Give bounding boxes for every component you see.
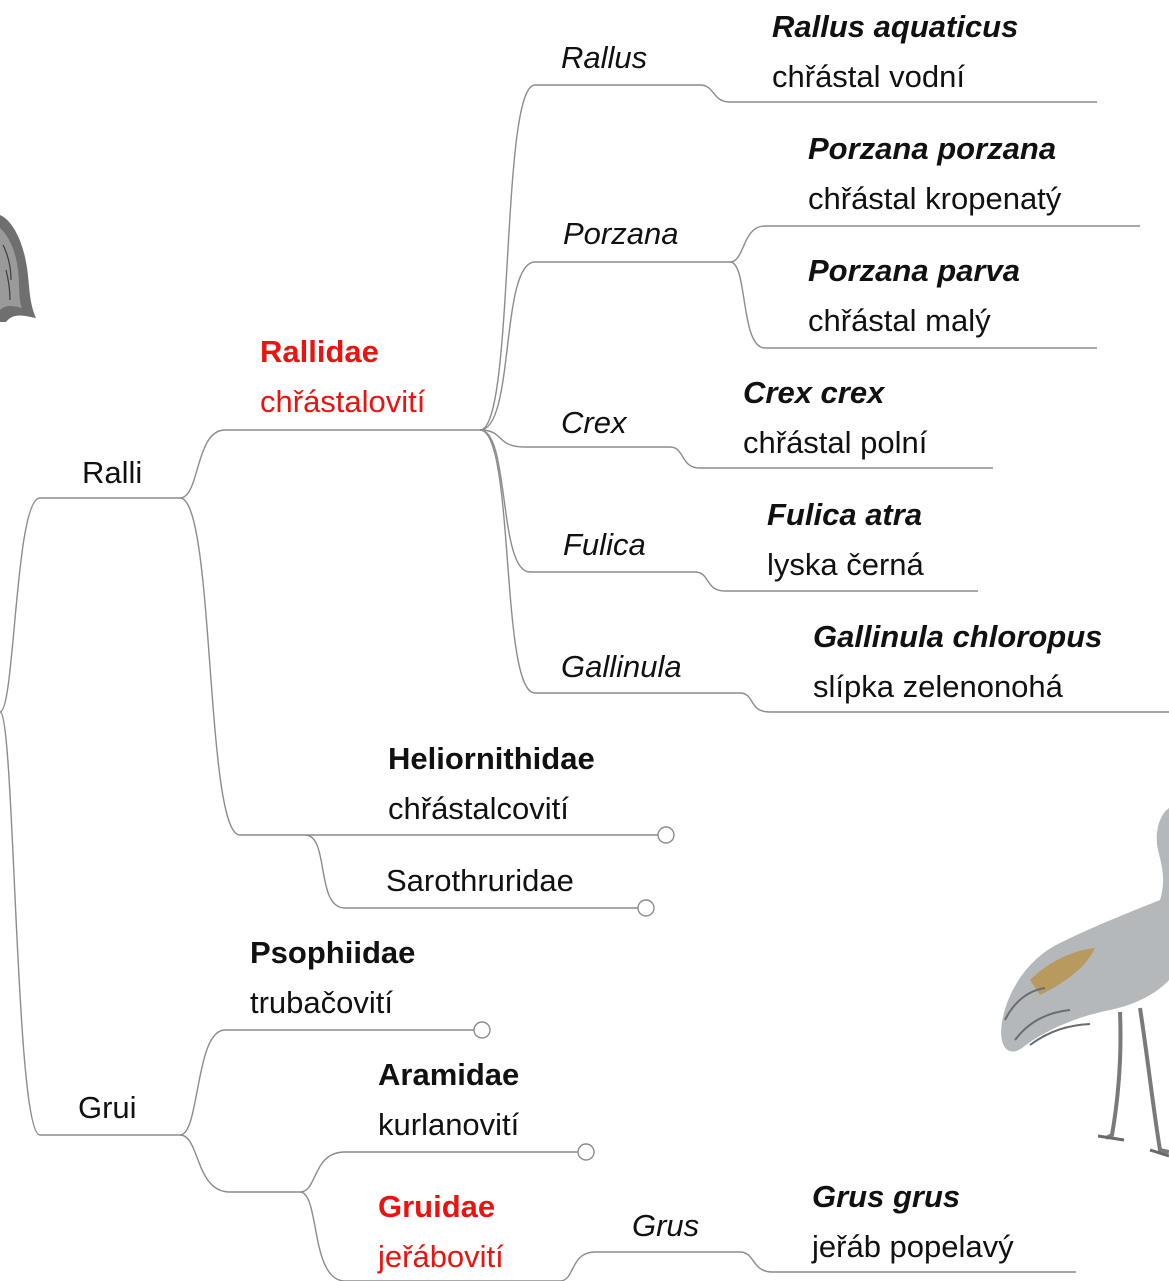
genus-fulica: Fulica bbox=[563, 525, 646, 565]
crane-bird-illustration bbox=[1001, 808, 1169, 1156]
species-rallus-aquaticus-czech: chřástal vodní bbox=[772, 57, 965, 97]
species-porzana-porzana-czech: chřástal kropenatý bbox=[808, 179, 1061, 219]
species-grus-grus-latin: Grus grus bbox=[812, 1177, 960, 1217]
species-gallinula-chloropus-czech: slípka zelenonohá bbox=[813, 667, 1063, 707]
species-porzana-parva-latin: Porzana parva bbox=[808, 251, 1020, 291]
genus-porzana: Porzana bbox=[563, 214, 678, 254]
suborder-grui: Grui bbox=[78, 1088, 137, 1128]
species-grus-grus-czech: jeřáb popelavý bbox=[812, 1227, 1014, 1267]
family-aramidae-czech: kurlanovití bbox=[378, 1105, 519, 1145]
genus-gallinula: Gallinula bbox=[561, 647, 682, 687]
genus-crex: Crex bbox=[561, 403, 626, 443]
edge-rallidae-rallus bbox=[480, 85, 700, 430]
species-rallus-aquaticus-latin: Rallus aquaticus bbox=[772, 7, 1018, 47]
edge-aramidae-upper bbox=[300, 1152, 580, 1192]
collapsed-node-sarothruridae[interactable] bbox=[638, 900, 654, 916]
edge-root-ralli bbox=[0, 498, 180, 712]
species-fulica-atra-czech: lyska černá bbox=[767, 545, 924, 585]
suborder-ralli: Ralli bbox=[82, 453, 142, 493]
species-crex-crex-czech: chřástal polní bbox=[743, 423, 927, 463]
family-gruidae-latin: Gruidae bbox=[378, 1187, 495, 1227]
species-porzana-parva-czech: chřástal malý bbox=[808, 301, 991, 341]
edge-root-grui bbox=[0, 712, 180, 1135]
family-heliornithidae-latin: Heliornithidae bbox=[388, 739, 595, 779]
collapsed-node-aramidae[interactable] bbox=[578, 1144, 594, 1160]
family-psophiidae-latin: Psophiidae bbox=[250, 933, 415, 973]
species-porzana-porzana-latin: Porzana porzana bbox=[808, 129, 1056, 169]
family-rallidae-latin: Rallidae bbox=[260, 332, 379, 372]
genus-rallus: Rallus bbox=[561, 38, 647, 78]
rail-bird-illustration bbox=[0, 215, 36, 322]
edge-ralli-rallidae bbox=[180, 430, 480, 498]
family-rallidae-czech: chřástalovití bbox=[260, 382, 425, 422]
family-sarothruridae: Sarothruridae bbox=[386, 861, 574, 901]
collapsed-node-psophiidae[interactable] bbox=[474, 1022, 490, 1038]
family-aramidae-latin: Aramidae bbox=[378, 1055, 519, 1095]
genus-grus: Grus bbox=[632, 1206, 699, 1246]
species-gallinula-chloropus-latin: Gallinula chloropus bbox=[813, 617, 1102, 657]
collapsed-node-heliornithidae[interactable] bbox=[658, 827, 674, 843]
species-fulica-atra-latin: Fulica atra bbox=[767, 495, 922, 535]
edge-grui-aramidae bbox=[180, 1135, 300, 1192]
species-crex-crex-latin: Crex crex bbox=[743, 373, 884, 413]
family-heliornithidae-czech: chřástalcovití bbox=[388, 789, 569, 829]
edge-gruidae-grus bbox=[560, 1252, 740, 1281]
family-gruidae-czech: jeřábovití bbox=[378, 1237, 504, 1277]
family-psophiidae-czech: trubačovití bbox=[250, 983, 393, 1023]
